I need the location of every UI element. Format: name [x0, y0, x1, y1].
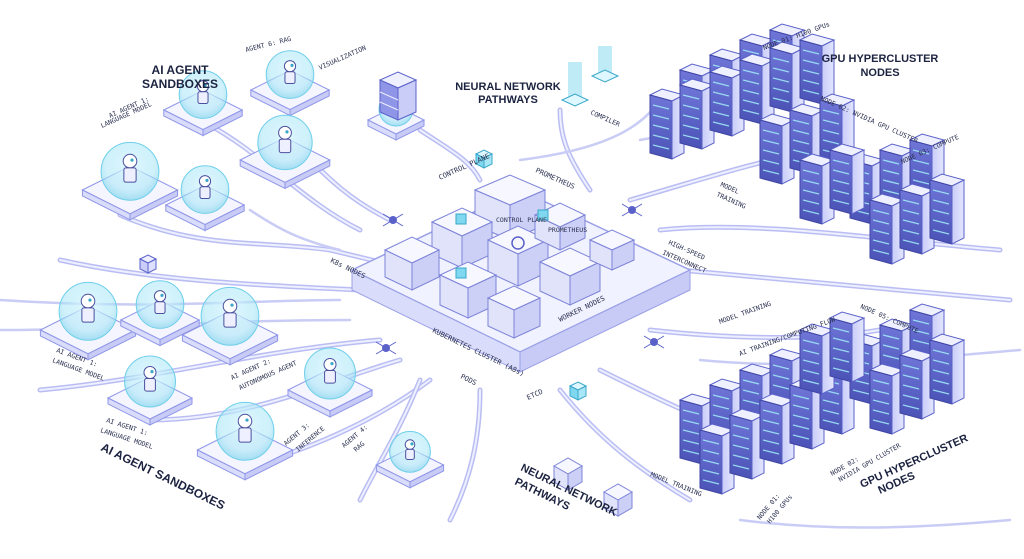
agent-sandbox[interactable]	[196, 401, 294, 481]
robot-icon	[283, 60, 297, 85]
robot-icon	[153, 290, 167, 315]
gpu-server-rack[interactable]	[738, 53, 776, 125]
cluster-node-cube[interactable]	[383, 236, 441, 291]
gpu-rack-group	[648, 23, 966, 495]
cluster-node-cube[interactable]	[486, 285, 542, 339]
gpu-server-rack[interactable]	[768, 41, 806, 113]
gpu-server-rack[interactable]	[928, 173, 966, 245]
gpu-server-rack[interactable]	[868, 193, 906, 265]
robot-icon	[237, 413, 253, 443]
hub-node-icon	[621, 203, 643, 217]
gpu-server-rack[interactable]	[698, 423, 736, 495]
agent-sandbox[interactable]	[162, 70, 244, 137]
cluster-node-cube[interactable]	[588, 229, 636, 271]
data-packets	[138, 149, 588, 401]
agent-sandbox[interactable]	[239, 114, 331, 190]
light-beam-icon	[560, 46, 620, 107]
accent-cube	[537, 209, 549, 221]
model-training-top-label-2: TRAINING	[715, 191, 747, 211]
agent-sandbox[interactable]	[81, 141, 179, 221]
robot-icon	[80, 293, 96, 323]
prometheus-label: PROMETHEUS	[534, 167, 576, 191]
hub-node-icon	[643, 335, 665, 349]
etcd-label: ETCD	[526, 388, 545, 402]
gpu-server-rack[interactable]	[898, 183, 936, 255]
neural-pathway-cubes	[552, 457, 634, 517]
cluster-node-cube[interactable]	[430, 207, 494, 269]
gpu-server-rack[interactable]	[828, 143, 866, 215]
gpu-title-top-1: GPU HYPERCLUSTER	[822, 53, 939, 65]
neural-title-top-1: NEURAL NETWORK	[455, 81, 561, 93]
gpu-server-rack[interactable]	[758, 393, 796, 465]
agent-sandbox[interactable]	[375, 430, 445, 489]
model-training-mid-label: MODEL TRAINING	[718, 300, 772, 326]
sandbox-title-top-2: SANDBOXES	[142, 77, 218, 91]
agent-sandbox[interactable]	[119, 280, 201, 347]
robot-icon	[122, 153, 138, 183]
hub-node-icon	[375, 341, 397, 355]
gpu-server-rack[interactable]	[798, 323, 836, 395]
kubernetes-cluster[interactable]: KUBERNETES CLUSTER (A8s) WORKER NODES CO…	[350, 174, 692, 378]
robot-icon	[196, 80, 210, 105]
gpu-title-top-2: NODES	[860, 67, 899, 79]
cluster-node-cube[interactable]	[538, 247, 602, 306]
accent-cube	[455, 213, 467, 225]
robot-icon	[222, 298, 238, 328]
robot-icon	[198, 175, 212, 200]
robot-icon	[404, 439, 416, 460]
accent-cube	[455, 267, 467, 279]
storage-server[interactable]	[378, 71, 418, 121]
visualization-label: VISUALIZATION	[318, 44, 368, 72]
gpu-server-rack[interactable]	[758, 113, 796, 185]
gpu-server-rack[interactable]	[728, 408, 766, 480]
agent-sandbox[interactable]	[181, 286, 279, 366]
network-hubs	[375, 203, 665, 355]
agent-sandbox[interactable]	[164, 165, 246, 232]
neural-title-top-2: PATHWAYS	[478, 94, 538, 106]
gpu-server-rack[interactable]	[898, 348, 936, 420]
hub-node-icon	[382, 213, 404, 227]
agent-sandbox[interactable]	[106, 355, 194, 426]
compiler-label: COMPILER	[589, 109, 621, 129]
gpu-server-rack[interactable]	[678, 78, 716, 150]
agent-sandbox[interactable]	[39, 281, 137, 361]
inner-prometheus-label: PROMETHEUS	[548, 226, 587, 234]
gpu-server-rack[interactable]	[828, 311, 866, 383]
robot-icon	[278, 125, 292, 154]
gpu-server-rack[interactable]	[798, 33, 836, 105]
gpu-server-rack[interactable]	[798, 153, 836, 225]
gpu-server-rack[interactable]	[648, 88, 686, 160]
cluster-node-cube[interactable]	[533, 202, 587, 251]
agent-sandbox[interactable]	[286, 347, 374, 418]
inner-control-label: CONTROL PLANE	[496, 216, 547, 224]
pods-label: PODS	[459, 373, 478, 388]
gpu-server-rack[interactable]	[868, 363, 906, 435]
robot-icon	[323, 358, 337, 384]
gpu-server-rack[interactable]	[708, 65, 746, 137]
gpu-server-rack[interactable]	[928, 333, 966, 405]
agent-sandbox[interactable]	[249, 50, 331, 117]
sandbox-title-top-1: AI AGENT	[152, 63, 210, 77]
robot-icon	[143, 366, 157, 392]
